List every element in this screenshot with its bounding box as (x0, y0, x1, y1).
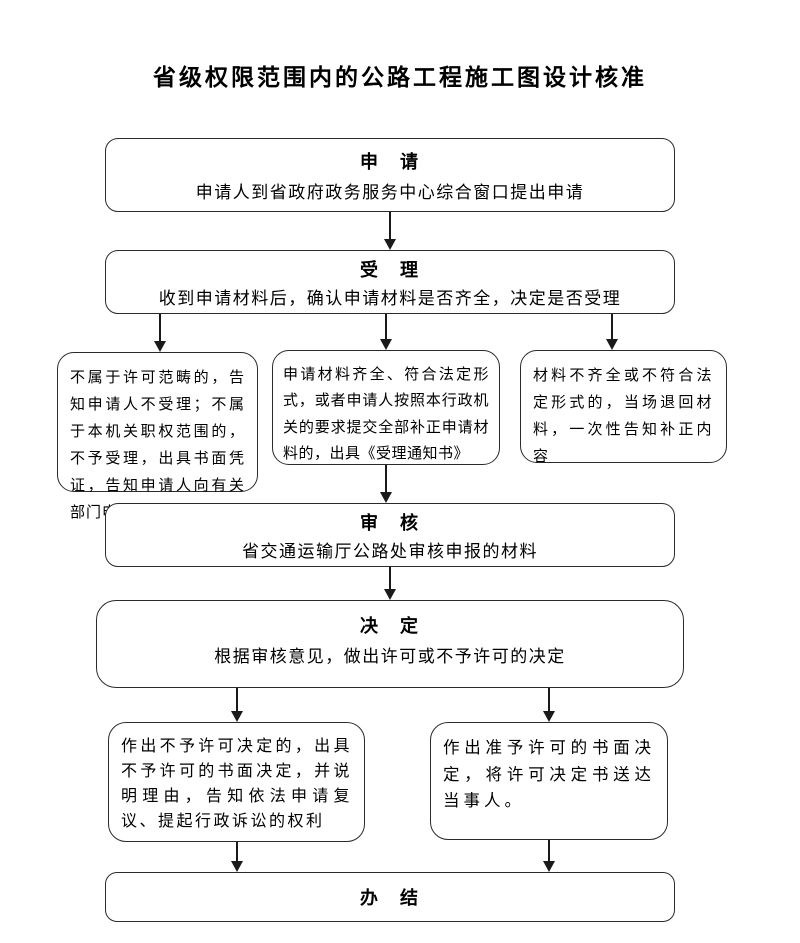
arrow-head (384, 589, 396, 600)
arrow-head (384, 239, 396, 250)
arrow-shaft (611, 314, 613, 341)
flow-node-accept-desc: 收到申请材料后，确认申请材料是否齐全，决定是否受理 (158, 288, 622, 308)
flow-node-finish-label: 办 结 (360, 888, 420, 908)
arrow-shaft (389, 212, 391, 241)
page-title: 省级权限范围内的公路工程施工图设计核准 (153, 65, 647, 91)
branch-accepted-text: 申请材料齐全、符合法定形式，或者申请人按照本行政机关的要求提交全部补正申请材料的… (283, 367, 489, 462)
arrow-head (231, 861, 243, 872)
flow-node-review-desc: 省交通运输厅公路处审核申报的材料 (242, 541, 538, 561)
arrow-accept-to-branch-mid (380, 314, 392, 350)
arrow-branch-mid-to-review (380, 465, 392, 503)
flow-node-finish: 办 结 (105, 872, 675, 922)
arrow-decide-to-grant (543, 688, 555, 722)
arrow-apply-to-accept (384, 212, 396, 250)
arrow-head (606, 339, 618, 350)
arrow-head (380, 339, 392, 350)
flow-node-decide-desc: 根据审核意见，做出许可或不予许可的决定 (214, 647, 566, 666)
arrow-shaft (389, 567, 391, 591)
flow-node-review-label: 审 核 (360, 512, 420, 533)
flow-node-review: 审 核 省交通运输厅公路处审核申报的材料 (105, 503, 675, 567)
flow-node-branch-incomplete: 材料不齐全或不符合法定形式的，当场退回材料，一次性告知补正内容 (520, 350, 727, 465)
arrow-grant-to-finish (543, 840, 555, 872)
arrow-shaft (548, 688, 550, 713)
branch-not-accepted-text: 不属于许可范畴的，告知申请人不受理；不属于本机关职权范围的，不予受理，出具书面凭… (70, 370, 245, 521)
flow-node-decide-label: 决 定 (360, 616, 420, 636)
arrow-head (231, 711, 243, 722)
arrow-review-to-decide (384, 567, 396, 600)
arrow-decide-to-deny (231, 688, 243, 722)
arrow-accept-to-branch-left (154, 314, 166, 352)
arrow-head (543, 861, 555, 872)
arrow-head (154, 341, 166, 352)
arrow-accept-to-branch-right (606, 314, 618, 350)
arrow-shaft (385, 314, 387, 341)
arrow-shaft (159, 314, 161, 343)
flow-node-deny-decision: 作出不予许可决定的，出具不予许可的书面决定，并说明理由，告知依法申请复议、提起行… (108, 722, 365, 842)
deny-decision-text: 作出不予许可决定的，出具不予许可的书面决定，并说明理由，告知依法申请复议、提起行… (121, 738, 352, 830)
arrow-shaft (548, 840, 550, 863)
arrow-shaft (236, 688, 238, 713)
flow-node-decide: 决 定 根据审核意见，做出许可或不予许可的决定 (96, 600, 684, 688)
flow-node-accept-label: 受 理 (360, 259, 420, 280)
branch-incomplete-text: 材料不齐全或不符合法定形式的，当场退回材料，一次性告知补正内容 (533, 368, 714, 465)
flow-node-grant-decision: 作出准予许可的书面决定，将许可决定书送达当事人。 (430, 722, 668, 840)
arrow-deny-to-finish (231, 842, 243, 872)
arrow-head (543, 711, 555, 722)
flow-node-apply: 申 请 申请人到省政府政务服务中心综合窗口提出申请 (105, 138, 675, 212)
flow-node-apply-desc: 申请人到省政府政务服务中心综合窗口提出申请 (195, 182, 585, 202)
flow-node-branch-not-accepted: 不属于许可范畴的，告知申请人不受理；不属于本机关职权范围的，不予受理，出具书面凭… (57, 352, 258, 521)
arrow-shaft (385, 465, 387, 494)
flow-node-accept: 受 理 收到申请材料后，确认申请材料是否齐全，决定是否受理 (105, 250, 675, 314)
flow-node-branch-accepted: 申请材料齐全、符合法定形式，或者申请人按照本行政机关的要求提交全部补正申请材料的… (272, 350, 500, 465)
flow-node-apply-label: 申 请 (360, 151, 420, 172)
arrow-head (380, 492, 392, 503)
arrow-shaft (236, 842, 238, 863)
grant-decision-text: 作出准予许可的书面决定，将许可决定书送达当事人。 (443, 738, 655, 811)
